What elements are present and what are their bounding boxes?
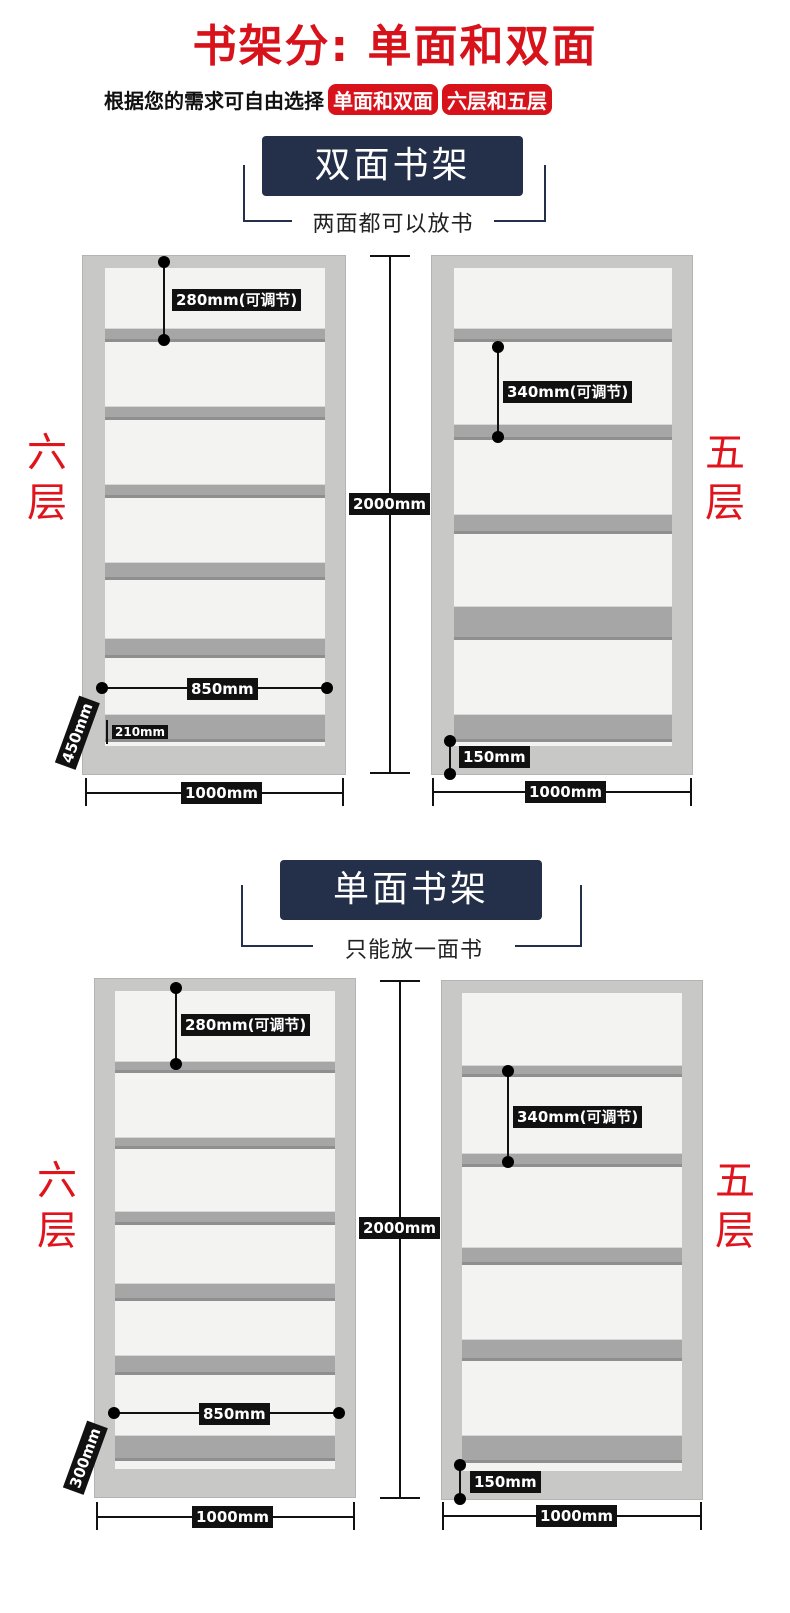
measure-dot <box>502 1156 514 1168</box>
measure-dot <box>502 1065 514 1077</box>
double-right-width-label: 1000mm <box>525 781 607 803</box>
double-six-layer-shelf <box>82 255 346 775</box>
single-inner-width-label: 850mm <box>199 1403 270 1425</box>
measure-dot <box>492 341 504 353</box>
subtitle-text: 根据您的需求可自由选择 <box>104 89 324 113</box>
single-bottom-clearance-five-label: 150mm <box>470 1471 541 1493</box>
measure-dot <box>321 682 333 694</box>
double-five-layer-shelf <box>431 255 693 775</box>
main-title: 书架分: 单面和双面 <box>192 21 598 72</box>
measure-dot <box>108 1407 120 1419</box>
double-bottom-clearance-label: 210mm <box>112 725 169 739</box>
measure-dot <box>444 735 456 747</box>
double-right-floor-label: 五 层 <box>705 430 745 526</box>
single-six-gap-label: 280mm(可调节) <box>181 1014 311 1036</box>
single-five-layer-shelf <box>441 980 703 1500</box>
double-inner-width-label: 850mm <box>187 678 258 700</box>
single-height-label: 2000mm <box>359 1217 441 1239</box>
measure-dot <box>444 768 456 780</box>
single-left-floor-label: 六 层 <box>37 1158 77 1254</box>
single-right-width-label: 1000mm <box>536 1505 618 1527</box>
single-right-floor-label: 五 层 <box>715 1158 755 1254</box>
measure-dot <box>170 982 182 994</box>
single-section-title: 单面书架 <box>280 860 542 920</box>
single-five-gap-label: 340mm(可调节) <box>513 1106 643 1128</box>
double-six-gap-label: 280mm(可调节) <box>172 289 302 311</box>
measure-dot <box>492 431 504 443</box>
measure-dot <box>170 1058 182 1070</box>
double-left-floor-label: 六 层 <box>27 430 67 526</box>
measure-dot <box>158 256 170 268</box>
subtitle-line: 根据您的需求可自由选择单面和双面六层和五层 <box>104 84 552 115</box>
measure-dot <box>454 1459 466 1471</box>
double-height-label: 2000mm <box>349 493 431 515</box>
single-section-subtitle: 只能放一面书 <box>313 932 515 964</box>
highlight-badge-sides: 单面和双面 <box>328 84 438 115</box>
double-bottom-clearance-five-label: 150mm <box>459 746 530 768</box>
highlight-badge-layers: 六层和五层 <box>442 84 552 115</box>
measure-dot <box>333 1407 345 1419</box>
measure-dot <box>96 682 108 694</box>
double-five-gap-label: 340mm(可调节) <box>503 381 633 403</box>
double-section-title: 双面书架 <box>262 136 523 196</box>
double-left-width-label: 1000mm <box>181 782 263 804</box>
measure-dot <box>454 1493 466 1505</box>
measure-dot <box>158 334 170 346</box>
single-left-width-label: 1000mm <box>192 1506 274 1528</box>
double-section-subtitle: 两面都可以放书 <box>292 206 494 238</box>
